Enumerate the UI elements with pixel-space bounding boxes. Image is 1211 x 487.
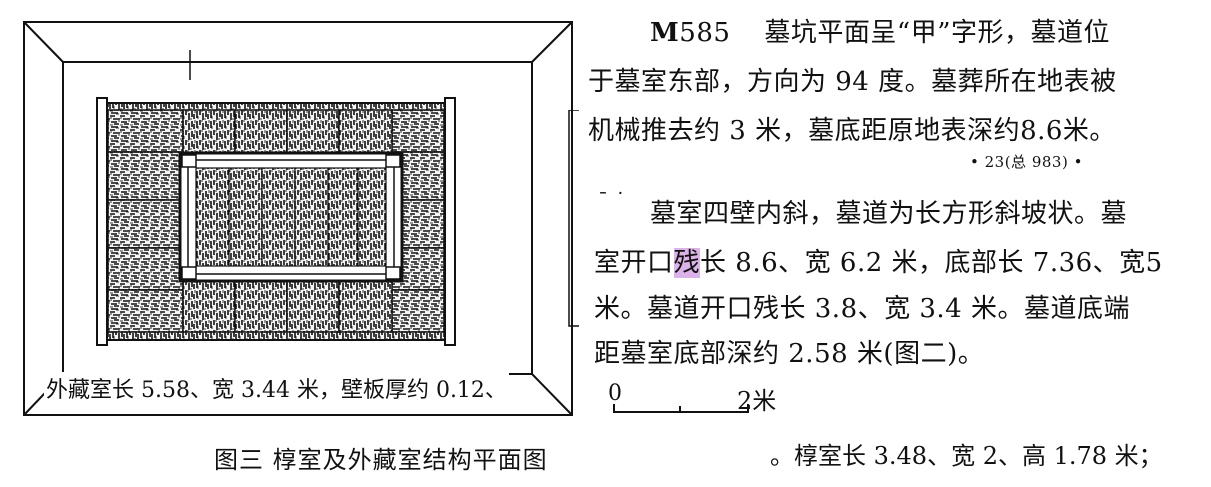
scale-label-2m: 2米 bbox=[737, 387, 777, 415]
text-line-4: 墓室四壁内斜，墓道为长方形斜坡状。墓 bbox=[650, 199, 1128, 229]
text-line-6: 米。墓道开口残长 3.8、宽 3.4 米。墓道底端 bbox=[594, 294, 1130, 324]
scale-bar bbox=[613, 404, 749, 413]
text-line-2: 于墓室东部，方向为 94 度。墓葬所在地表被 bbox=[588, 67, 1117, 97]
figure-title: 图三 椁室及外藏室结构平面图 bbox=[214, 446, 548, 474]
scale-label-0: 0 bbox=[608, 381, 622, 406]
text-line-5: 室开口残长 8.6、宽 6.2 米，底部长 7.36、宽5 bbox=[594, 248, 1163, 278]
highlighted-char: 残 bbox=[673, 248, 701, 278]
text-mark: ¯ ˙ bbox=[598, 188, 626, 212]
plan-drawing bbox=[23, 21, 573, 416]
bracket-line bbox=[568, 110, 579, 327]
bottom-text: 。椁室长 3.48、宽 2、高 1.78 米； bbox=[770, 442, 1163, 470]
text-line-7: 距墓室底部深约 2.58 米(图二)。 bbox=[594, 339, 985, 369]
text-line-3: 机械推去约 3 米，墓底距原地表深约8.6米。 bbox=[588, 116, 1116, 146]
figure-caption-inset: 外藏室长 5.58、宽 3.44 米，壁板厚约 0.12、 bbox=[44, 372, 509, 404]
page-marker: • 23(总 983) • bbox=[970, 153, 1083, 171]
